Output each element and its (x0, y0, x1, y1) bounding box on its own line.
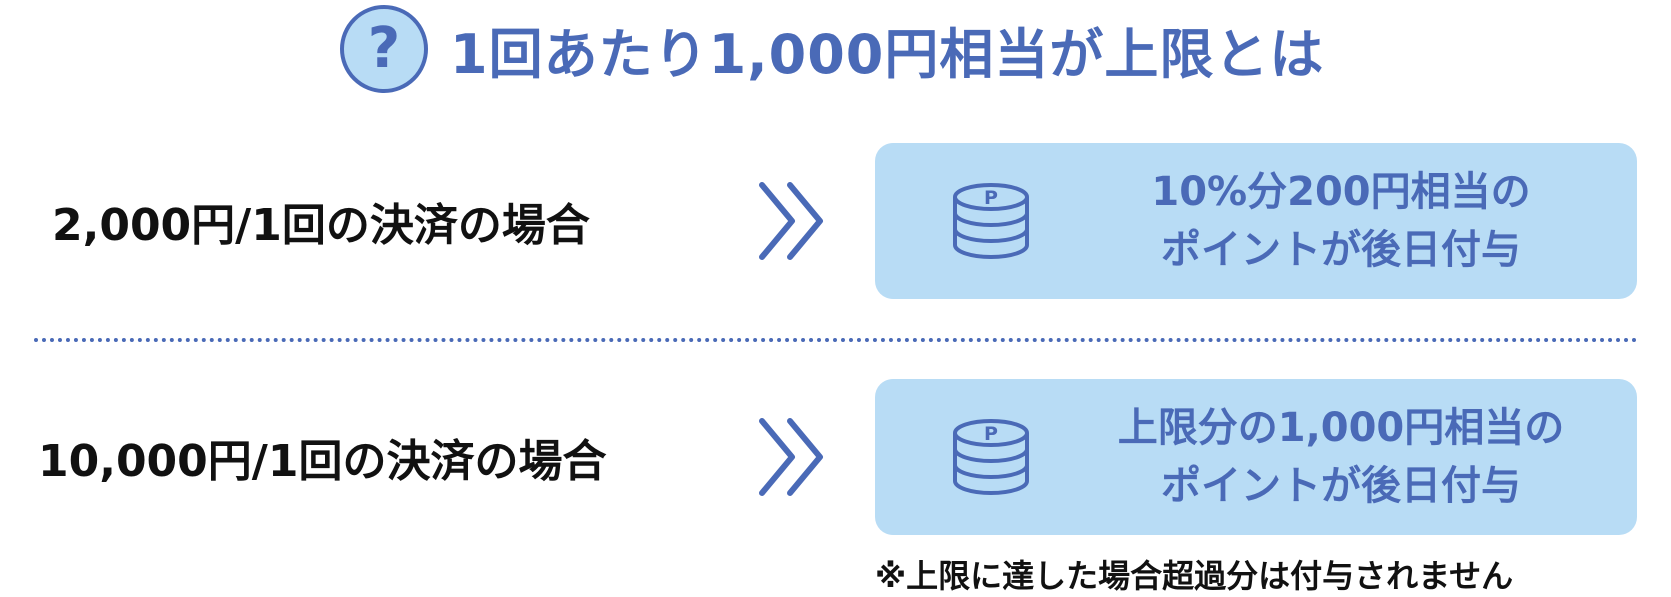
point-coin-stack-icon: P (953, 419, 1029, 495)
question-mark-glyph: ? (367, 16, 401, 81)
point-coin-stack-icon: P (953, 183, 1029, 259)
footnote: ※上限に達した場合超過分は付与されません (875, 557, 1514, 595)
result-box: P 上限分の1,000円相当の ポイントが後日付与 (875, 379, 1637, 535)
result-line-1: 10%分200円相当の (1151, 169, 1531, 215)
question-mark-icon: ? (340, 5, 428, 93)
double-chevron-right-icon (759, 182, 823, 260)
page-title: 1回あたり1,000円相当が上限とは (450, 22, 1325, 86)
coin-letter: P (984, 423, 998, 445)
result-text: 10%分200円相当の ポイントが後日付与 (1045, 143, 1637, 299)
coin-letter: P (984, 187, 998, 209)
result-line-1: 上限分の1,000円相当の (1117, 405, 1565, 451)
result-line-2: ポイントが後日付与 (1161, 227, 1521, 273)
header: ? 1回あたり1,000円相当が上限とは (340, 0, 1324, 98)
case-label: 10,000円/1回の決済の場合 (38, 436, 607, 487)
dotted-divider (34, 338, 1638, 342)
case-label: 2,000円/1回の決済の場合 (52, 200, 590, 251)
result-line-2: ポイントが後日付与 (1161, 463, 1521, 509)
result-box: P 10%分200円相当の ポイントが後日付与 (875, 143, 1637, 299)
result-text: 上限分の1,000円相当の ポイントが後日付与 (1045, 379, 1637, 535)
example-row-2000: 2,000円/1回の決済の場合 P 10%分200円相当の ポイントが後日付与 (0, 143, 1671, 299)
double-chevron-right-icon (759, 418, 823, 496)
example-row-10000: 10,000円/1回の決済の場合 P 上限分の1,000円相当の ポイントが後日… (0, 379, 1671, 535)
